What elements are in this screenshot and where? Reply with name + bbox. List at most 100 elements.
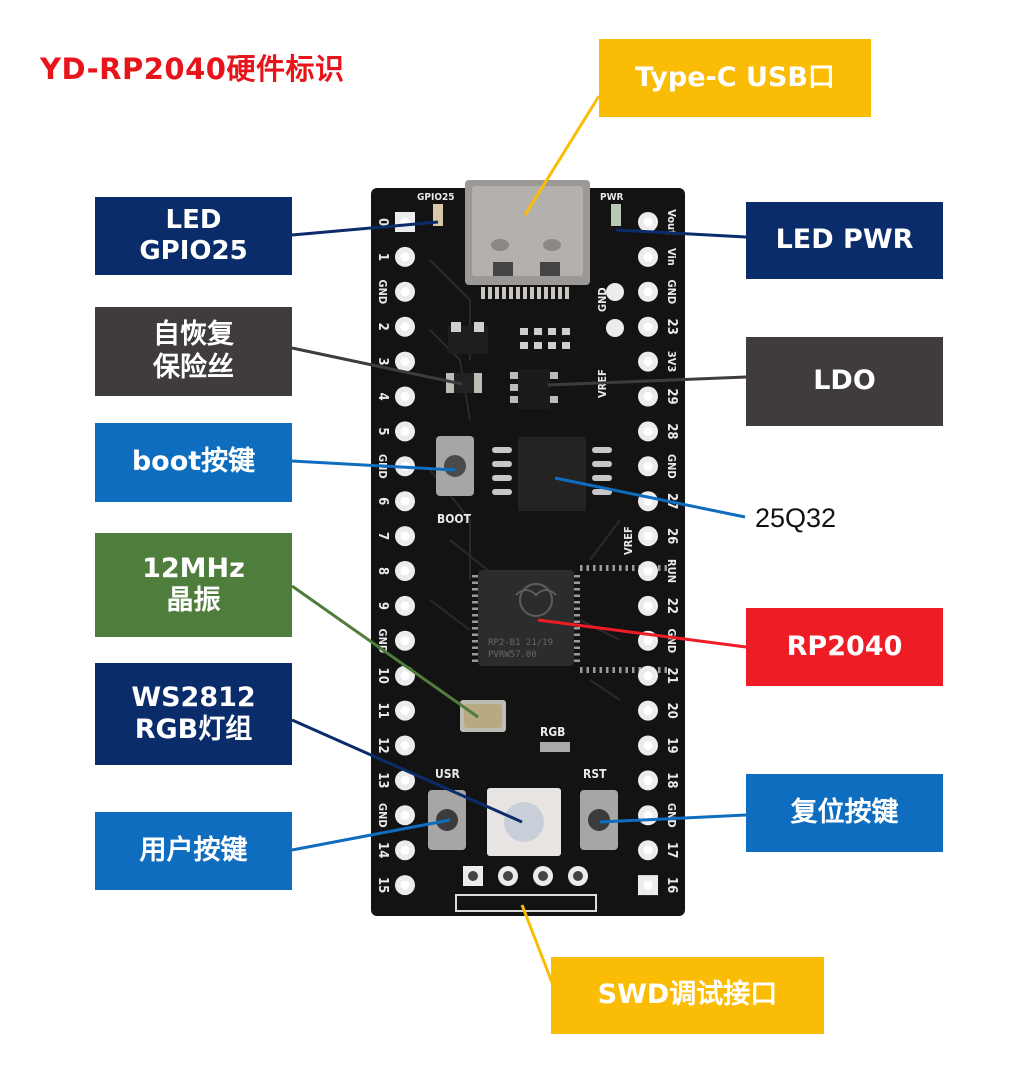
pin-label: GND [665, 279, 678, 304]
callout-crystal-line1: 12MHz [142, 552, 245, 584]
pin-hole [400, 252, 410, 262]
silk-rgb: RGB [540, 725, 565, 739]
callout-user-button: 用户按键 [95, 812, 292, 890]
leader-swd [520, 904, 555, 986]
pin-label: GND [665, 803, 678, 828]
pin-hole [643, 531, 653, 541]
qfn-pin [472, 627, 478, 630]
qfn-pin [664, 565, 667, 571]
callout-rp2040: RP2040 [746, 608, 943, 686]
pin-label: GND [376, 803, 389, 828]
pin-hole [643, 601, 653, 611]
callout-fuse-line2: 保险丝 [153, 351, 234, 383]
ldo-chip [518, 369, 550, 409]
callout-rp2040-text: RP2040 [786, 630, 903, 662]
pin-label: 28 [664, 423, 679, 439]
pin-label: 0 [375, 218, 390, 226]
pin-label: 26 [664, 528, 679, 544]
qfn-pin [574, 640, 580, 643]
callout-fuse-line1: 自恢复 [153, 319, 234, 351]
silk-inner-gnd: GND [596, 287, 609, 312]
qfn-pin [593, 667, 596, 673]
pin-hole [643, 845, 653, 855]
page-title: YD-RP2040硬件标识 [40, 52, 345, 86]
qfn-pin [472, 588, 478, 591]
qfn-pin [472, 614, 478, 617]
pin-hole [643, 287, 653, 297]
callout-led-gpio-line1: LED [165, 204, 222, 235]
pin-hole [643, 566, 653, 576]
callout-fuse: 自恢复 保险丝 [95, 307, 292, 396]
pin-label: 18 [664, 772, 679, 788]
leader-crystal [291, 584, 479, 719]
pin-label: 13 [375, 772, 390, 788]
callout-crystal: 12MHz 晶振 [95, 533, 292, 637]
pin-label: 23 [664, 319, 679, 335]
pin-hole [643, 357, 653, 367]
qfn-pin [574, 575, 580, 578]
qfn-pin [664, 667, 667, 673]
pin-hole [400, 671, 410, 681]
chip-marking-1: RP2-B1 21/19 [488, 638, 553, 648]
qfn-pin [574, 607, 580, 610]
qfn-pin [586, 667, 589, 673]
silk-boot: BOOT [437, 512, 472, 526]
leader-lines [291, 95, 747, 986]
leader-reset [599, 813, 747, 824]
pin-hole [643, 252, 653, 262]
raspberry-logo [515, 583, 557, 617]
pin-label: 7 [375, 532, 390, 540]
pin-hole [400, 706, 410, 716]
label-25q32: 25Q32 [755, 503, 837, 533]
flash-chip-25q32 [492, 437, 612, 511]
qfn-pin [599, 565, 602, 571]
qfn-pin [472, 653, 478, 656]
pin-label: 1 [375, 253, 390, 261]
callout-user-text: 用户按键 [139, 834, 248, 866]
qfn-pin [586, 565, 589, 571]
callout-rgb-line2: RGB灯组 [134, 714, 253, 745]
qfn-pin [619, 667, 622, 673]
leader-led-pwr [615, 228, 747, 239]
qfn-pin [574, 614, 580, 617]
pin-label: Vin [665, 248, 678, 266]
pin-hole [643, 880, 653, 890]
callout-reset-text: 复位按键 [790, 796, 899, 828]
pin-label: 17 [664, 842, 679, 858]
callout-swd: SWD调试接口 [551, 957, 824, 1034]
pin-hole [400, 496, 410, 506]
silk-vref: VREF [622, 526, 635, 555]
qfn-pin [472, 581, 478, 584]
leader-user [291, 818, 451, 852]
pin-hole [400, 845, 410, 855]
inner-pad-vref [606, 319, 624, 337]
qfn-pin [574, 653, 580, 656]
pin-label: 8 [375, 567, 390, 575]
leader-ldo [547, 375, 747, 387]
qfn-pin [472, 575, 478, 578]
qfn-pin [632, 667, 635, 673]
pin-label: GND [376, 279, 389, 304]
led-gpio25 [433, 204, 443, 226]
qfn-pin [658, 667, 661, 673]
pin-hole [400, 287, 410, 297]
qfn-pin [606, 667, 609, 673]
qfn-pin [574, 601, 580, 604]
qfn-pin [574, 659, 580, 662]
silk-usr: USR [435, 767, 461, 781]
boot-button [436, 436, 474, 496]
pin-hole [400, 880, 410, 890]
pin-hole [643, 461, 653, 471]
callout-ws2812: WS2812 RGB灯组 [95, 663, 292, 765]
qfn-pin [606, 565, 609, 571]
callout-led-gpio-line2: GPIO25 [139, 236, 248, 266]
pin-label: 14 [375, 842, 390, 858]
leader-boot [291, 459, 456, 472]
qfn-pin [658, 565, 661, 571]
pin-label: 11 [375, 702, 390, 718]
ws2812-led [487, 788, 561, 856]
qfn-pin [472, 646, 478, 649]
pin-hole [643, 217, 653, 227]
callout-rgb-line1: WS2812 [131, 681, 256, 713]
